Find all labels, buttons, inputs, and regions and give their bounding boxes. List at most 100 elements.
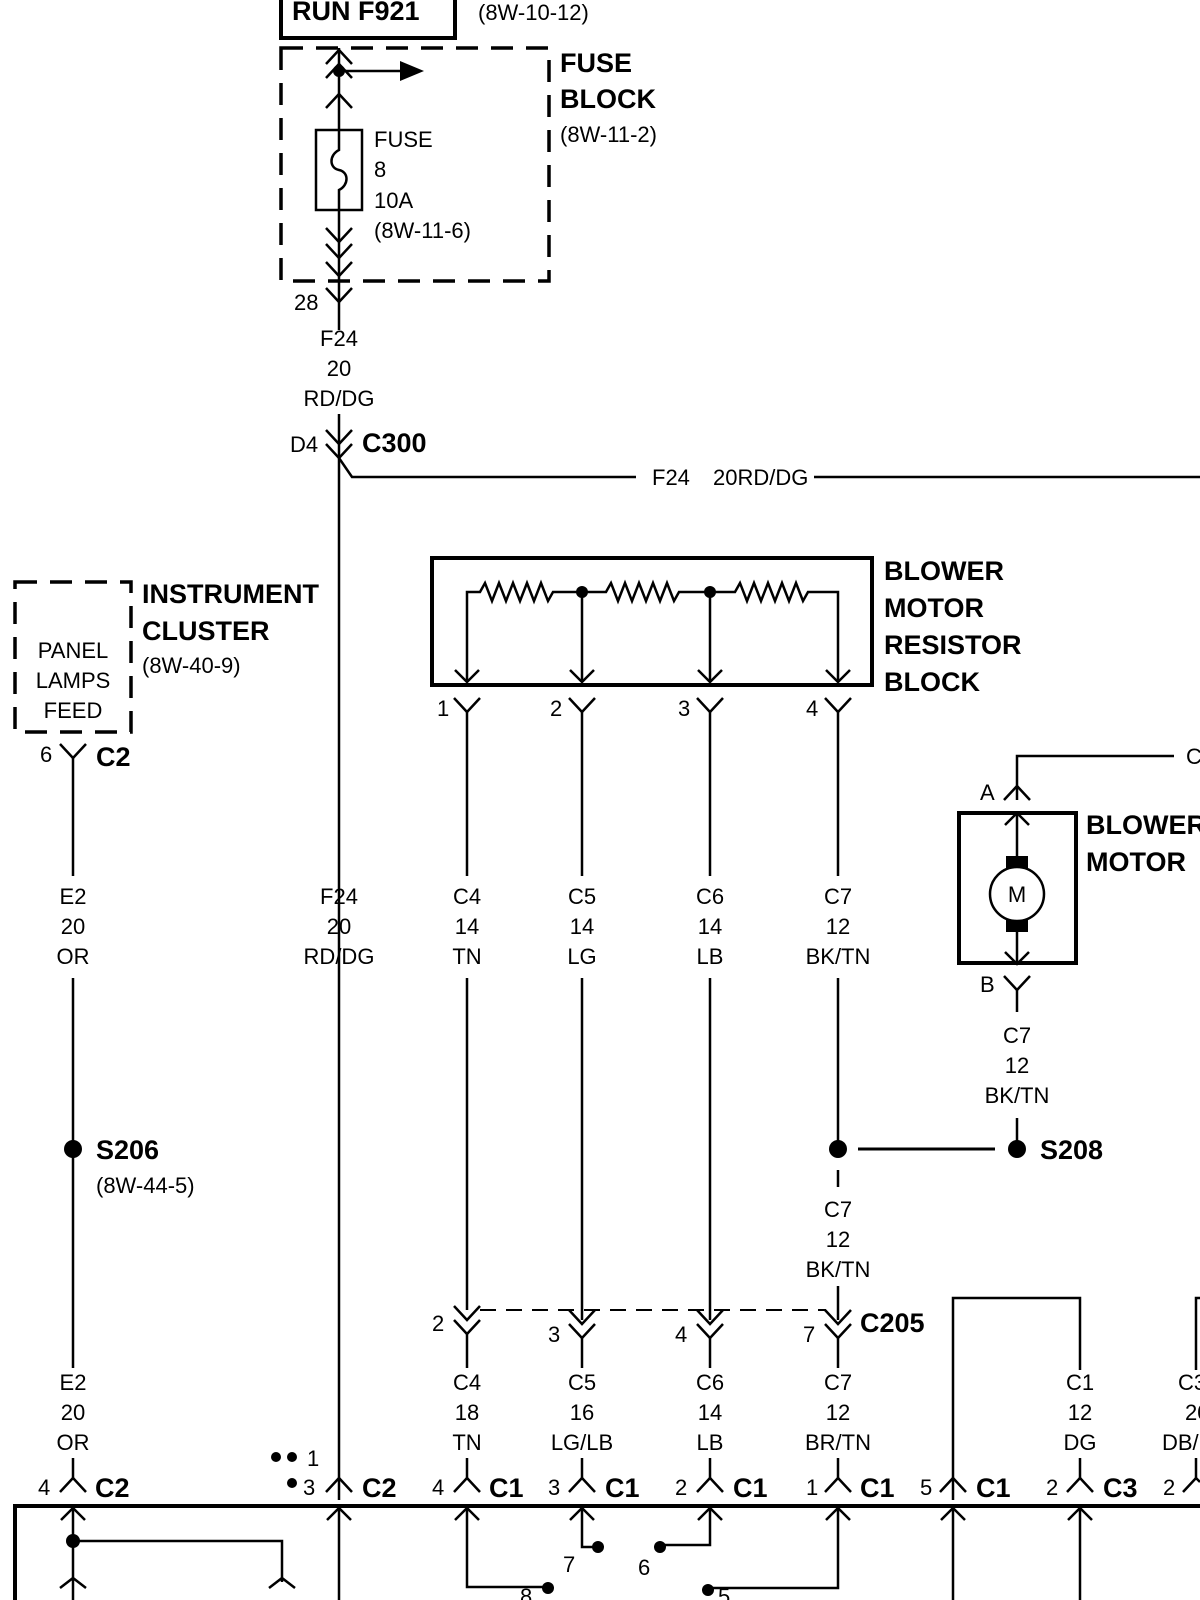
switch-contact-dot <box>542 1582 554 1594</box>
motor-icon <box>988 865 1046 923</box>
wire-label: 14 <box>698 914 722 939</box>
run-f921-box <box>279 0 457 40</box>
resistor-2-icon <box>582 579 710 605</box>
bottom-connector-labels: 4 C2 3 C2 4 C1 3 C1 2 C1 1 C1 5 C1 2 C3 … <box>38 1473 1175 1503</box>
wire-label: C1 <box>1066 1370 1094 1395</box>
connector-name: C2 <box>95 1473 130 1503</box>
f24-horizontal-circuit: F24 <box>652 465 690 490</box>
c205-pin: 4 <box>675 1322 687 1347</box>
s208-junction-dot <box>829 1140 847 1158</box>
switch-contact-dot <box>702 1584 714 1596</box>
wire-label: BK/TN <box>806 944 871 969</box>
resistor-title-4: BLOCK <box>884 667 980 697</box>
wire-label: LG/LB <box>551 1430 613 1455</box>
connector-name: C2 <box>362 1473 397 1503</box>
resistor-title-3: RESISTOR <box>884 630 1022 660</box>
run-f921-label: RUN F921 <box>292 0 420 26</box>
fuse-block-pin: 28 <box>294 290 318 315</box>
connector-pin: 2 <box>675 1475 687 1500</box>
f24-top-gauge: 20 <box>327 356 351 381</box>
wire-label: C5 <box>568 1370 596 1395</box>
cluster-line-1: PANEL <box>38 638 109 663</box>
switch-position-1: 1 <box>307 1446 319 1471</box>
resistor-internal-arrows <box>454 669 851 684</box>
wire-label: BR/TN <box>805 1430 871 1455</box>
fuse-word: FUSE <box>374 127 433 152</box>
blower-feed-fragment: C <box>1186 744 1200 769</box>
wire-label: LB <box>697 1430 724 1455</box>
wire-label: C4 <box>453 1370 481 1395</box>
run-ref: (8W-10-12) <box>478 0 589 25</box>
resistor-title-1: BLOWER <box>884 556 1004 586</box>
blower-pin-a: A <box>980 780 995 805</box>
connector-name: C1 <box>860 1473 895 1503</box>
connector-pin: 4 <box>432 1475 444 1500</box>
fuse-block-box <box>279 46 551 283</box>
c205-pin: 3 <box>548 1322 560 1347</box>
connector-name: C1 <box>489 1473 524 1503</box>
switch-position-6: 6 <box>638 1555 650 1580</box>
s208-name: S208 <box>1040 1135 1103 1165</box>
bottom-module-box <box>13 1504 1200 1600</box>
c7-between-circuit: C7 <box>824 1197 852 1222</box>
connector-pin: 3 <box>303 1475 315 1500</box>
wire-label: C6 <box>696 884 724 909</box>
f24-horizontal-wire-left <box>337 457 636 479</box>
switch-dot <box>287 1478 297 1488</box>
f24-top-circuit: F24 <box>320 326 358 351</box>
c300-name: C300 <box>362 428 427 458</box>
s206-splice-dot <box>64 1140 82 1158</box>
wire-label: LG <box>567 944 596 969</box>
motor-brush-top <box>1006 856 1028 869</box>
c7-between-color: BK/TN <box>806 1257 871 1282</box>
instrument-cluster-box <box>13 580 133 734</box>
cluster-connector: C2 <box>96 742 131 772</box>
s208-splice-dot <box>1008 1140 1026 1158</box>
bottom-wire-stubs <box>71 1458 1198 1478</box>
wire-label: E2 <box>60 1370 87 1395</box>
fuse-upper-chevrons <box>325 48 353 109</box>
resistor-1-icon <box>465 579 582 680</box>
switch-dot <box>287 1452 297 1462</box>
connector-pin: 2 <box>1163 1475 1175 1500</box>
wire-label: RD/DG <box>304 944 375 969</box>
resistor-title-2: MOTOR <box>884 593 984 623</box>
fuse-number: 8 <box>374 157 386 182</box>
blower-internal-arrows <box>1004 811 1030 966</box>
instrument-cluster-title-1: INSTRUMENT <box>142 579 319 609</box>
wire-label: 14 <box>698 1400 722 1425</box>
connector-name: C1 <box>976 1473 1011 1503</box>
f24-horizontal-gauge-color: 20RD/DG <box>713 465 808 490</box>
motor-wire-gauge: 12 <box>1005 1053 1029 1078</box>
connector-name: C3 <box>1103 1473 1138 1503</box>
connector-pin: 3 <box>548 1475 560 1500</box>
module-internal-wires <box>59 1508 1082 1600</box>
connector-pin: 5 <box>920 1475 932 1500</box>
connector-name: C1 <box>733 1473 768 1503</box>
wire-label: 20 <box>61 914 85 939</box>
resistor-pin-connectors <box>453 697 852 714</box>
cluster-c2-connector-icon <box>59 743 87 760</box>
motor-brush-bottom <box>1006 919 1028 932</box>
fuse-block-ref: (8W-11-2) <box>560 122 657 147</box>
wire-label: C6 <box>696 1370 724 1395</box>
c205-pin: 7 <box>803 1322 815 1347</box>
switch-position-8: 8 <box>520 1584 532 1600</box>
wire-label: 14 <box>455 914 479 939</box>
wire-label: 20 <box>327 914 351 939</box>
wire-label: C4 <box>453 884 481 909</box>
wire-label: 12 <box>1068 1400 1092 1425</box>
wire-label: LB <box>697 944 724 969</box>
wire-label: TN <box>452 1430 481 1455</box>
wire-label: 12 <box>826 914 850 939</box>
c300-pin: D4 <box>290 432 318 457</box>
fuse-ref: (8W-11-6) <box>374 218 471 243</box>
s206-name: S206 <box>96 1135 159 1165</box>
c1-pin5-wire <box>951 1296 1082 1500</box>
blower-pin-a-connector <box>1003 784 1031 801</box>
fuse-block-title-2: BLOCK <box>560 84 656 114</box>
s206-ref: (8W-44-5) <box>96 1173 195 1198</box>
connector-pin: 2 <box>1046 1475 1058 1500</box>
fuse-amperage: 10A <box>374 188 413 213</box>
